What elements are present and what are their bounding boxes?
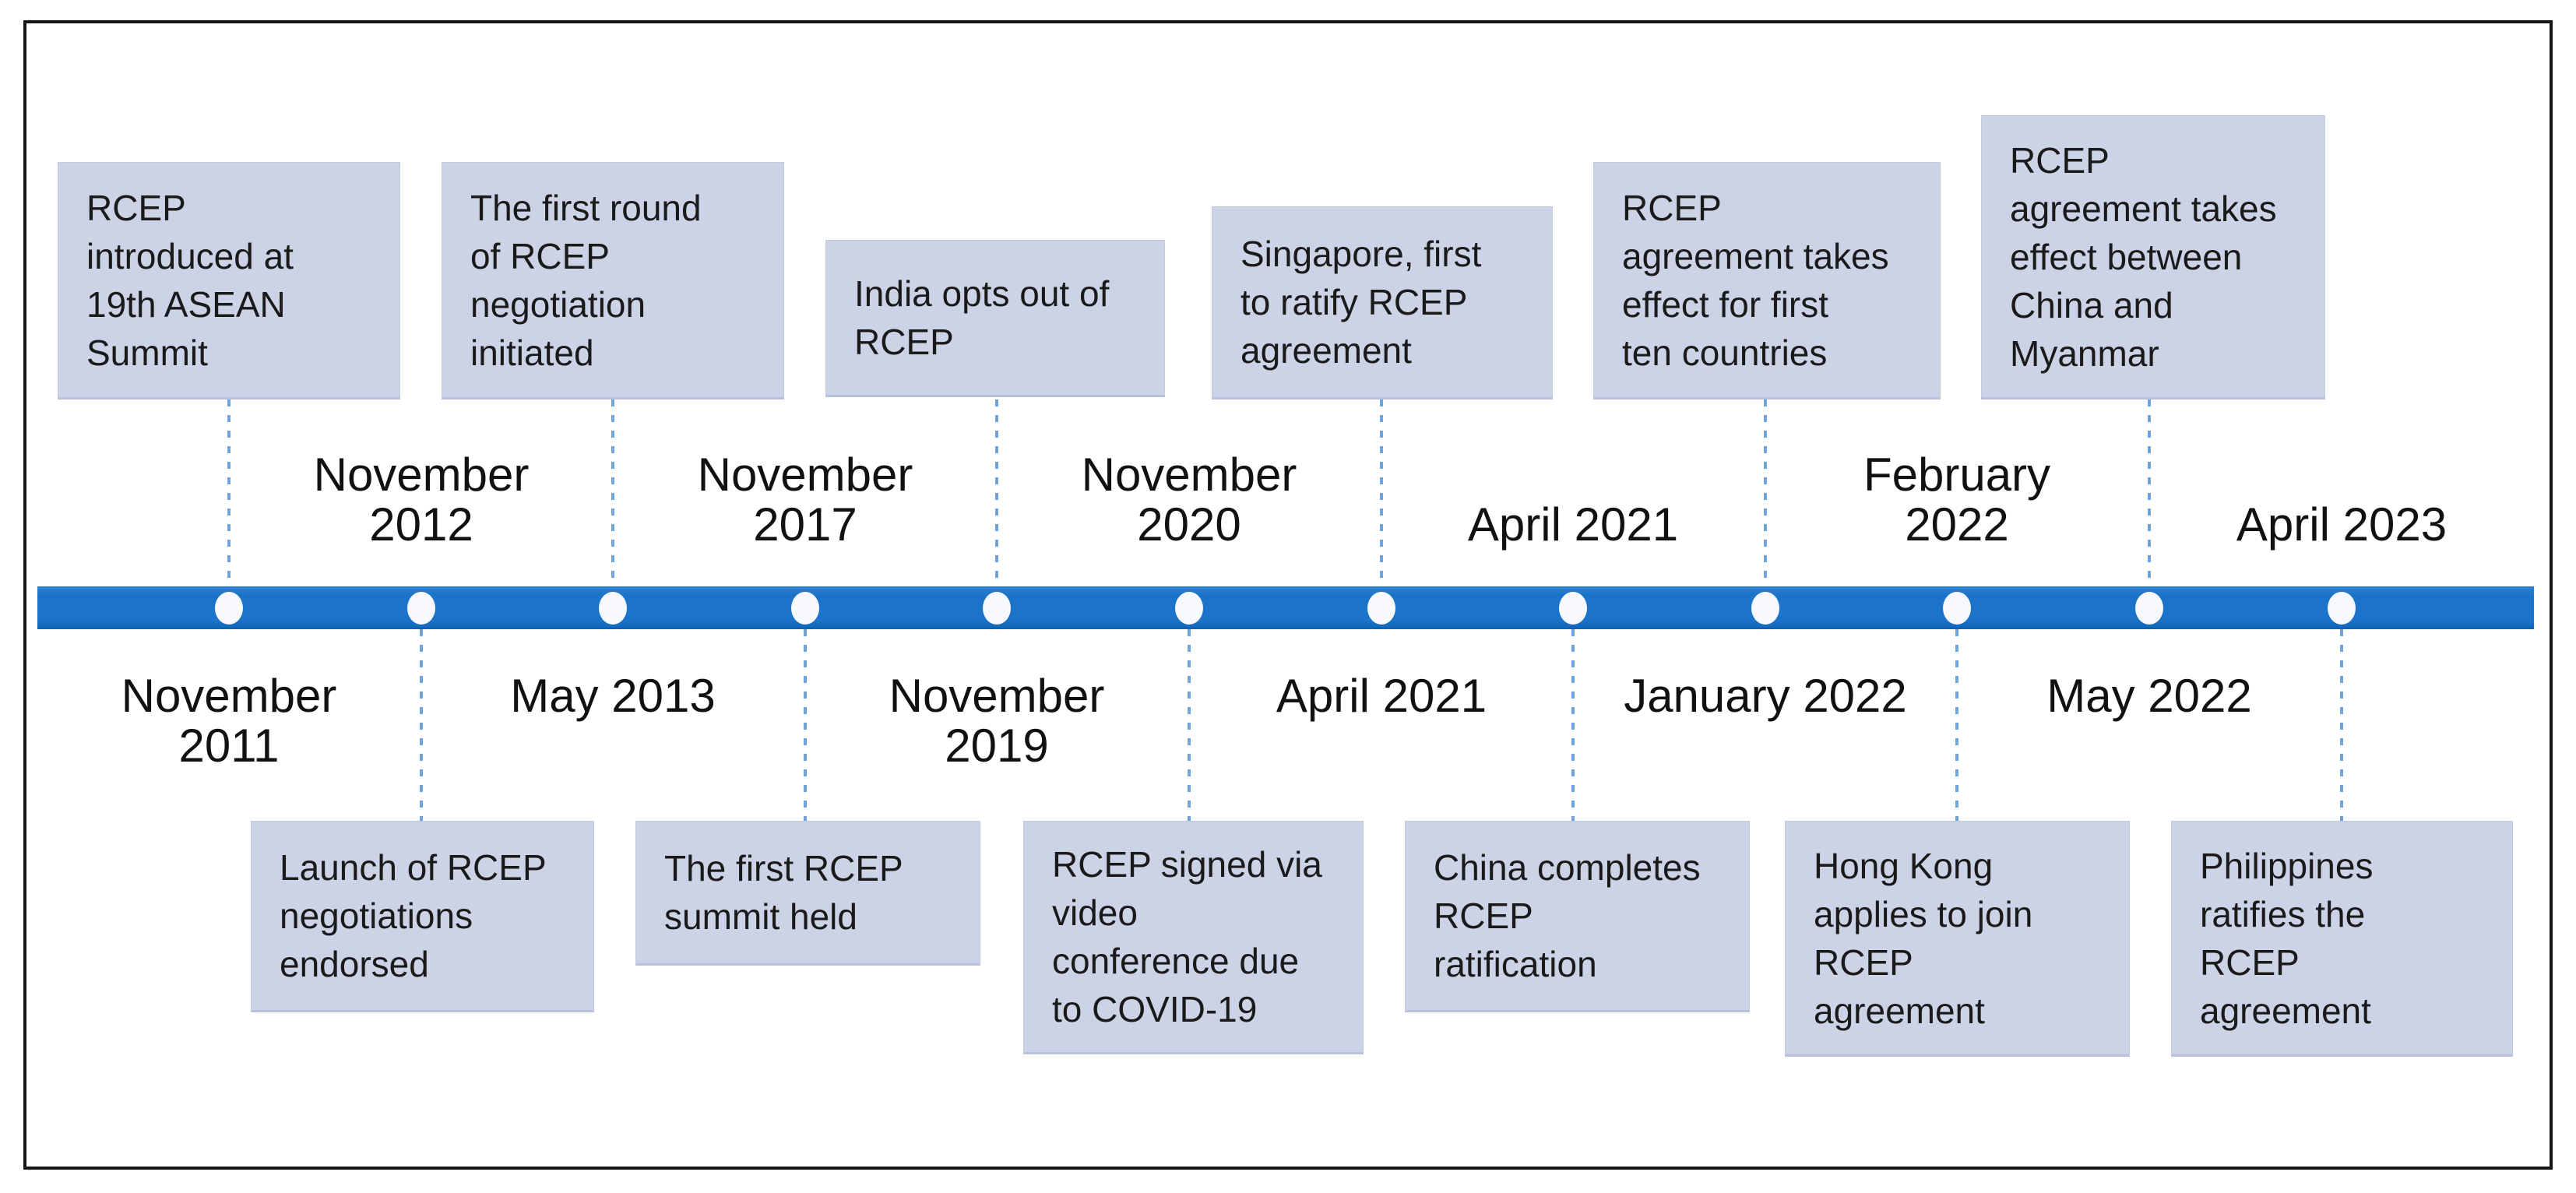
timeline-dot <box>1175 592 1203 625</box>
event-box-text: Hong Kong applies to join RCEP agreement <box>1814 845 2033 1031</box>
timeline-bar <box>37 586 2534 629</box>
event-date-label: May 2022 <box>2046 670 2252 722</box>
event-date-label: May 2013 <box>510 670 716 722</box>
connector-line <box>804 629 807 821</box>
timeline-dot <box>1367 592 1395 625</box>
connector-line <box>1764 399 1767 586</box>
connector-line <box>227 399 231 586</box>
event-box: RCEP introduced at 19th ASEAN Summit <box>58 162 400 399</box>
event-box: The first RCEP summit held <box>635 821 980 966</box>
event-box: RCEP signed via video conference due to … <box>1023 821 1364 1054</box>
timeline-dot <box>791 592 819 625</box>
event-date-label: February 2022 <box>1863 449 2051 551</box>
event-box: Hong Kong applies to join RCEP agreement <box>1785 821 2130 1057</box>
event-date-label: April 2023 <box>2236 498 2448 551</box>
event-box: The first round of RCEP negotiation init… <box>442 162 784 399</box>
event-box-text: RCEP agreement takes effect between Chin… <box>2010 139 2277 374</box>
connector-line <box>2148 399 2151 586</box>
timeline-dot <box>1943 592 1971 625</box>
event-box-text: India opts out of RCEP <box>854 273 1110 362</box>
event-box-text: Philippines ratifies the RCEP agreement <box>2200 845 2374 1031</box>
event-box: Philippines ratifies the RCEP agreement <box>2171 821 2513 1057</box>
event-box-text: RCEP introduced at 19th ASEAN Summit <box>86 187 294 373</box>
event-box: India opts out of RCEP <box>825 240 1165 397</box>
connector-line <box>995 399 998 586</box>
event-date-label: November 2011 <box>121 670 337 772</box>
connector-line <box>611 399 614 586</box>
connector-line <box>420 629 423 821</box>
timeline-dot <box>215 592 243 625</box>
event-box-text: RCEP agreement takes effect for first te… <box>1622 187 1889 373</box>
event-box-text: The first RCEP summit held <box>664 848 903 937</box>
timeline-dot <box>407 592 435 625</box>
event-date-label: April 2021 <box>1467 498 1679 551</box>
event-box: China completes RCEP ratification <box>1405 821 1750 1012</box>
event-date-label: January 2022 <box>1624 670 1907 722</box>
timeline-dot <box>2135 592 2163 625</box>
timeline-dot <box>1751 592 1779 625</box>
connector-line <box>1380 399 1383 586</box>
timeline-dot <box>599 592 627 625</box>
event-date-label: November 2012 <box>313 449 530 551</box>
event-date-label: November 2019 <box>889 670 1105 772</box>
timeline-dot <box>2328 592 2356 625</box>
event-box: RCEP agreement takes effect between Chin… <box>1981 115 2325 399</box>
event-date-label: November 2017 <box>697 449 913 551</box>
connector-line <box>1955 629 1958 821</box>
event-box-text: Singapore, first to ratify RCEP agreemen… <box>1240 234 1482 371</box>
event-box-text: RCEP signed via video conference due to … <box>1052 844 1322 1029</box>
event-box: Launch of RCEP negotiations endorsed <box>251 821 594 1012</box>
timeline-dot <box>983 592 1011 625</box>
event-box-text: The first round of RCEP negotiation init… <box>470 187 702 373</box>
timeline-dot <box>1559 592 1587 625</box>
connector-line <box>1188 629 1191 821</box>
connector-line <box>2340 629 2343 821</box>
event-box-text: China completes RCEP ratification <box>1434 847 1701 984</box>
event-box: RCEP agreement takes effect for first te… <box>1593 162 1941 399</box>
event-box: Singapore, first to ratify RCEP agreemen… <box>1212 206 1553 399</box>
event-date-label: November 2020 <box>1081 449 1297 551</box>
event-date-label: April 2021 <box>1276 670 1487 722</box>
event-box-text: Launch of RCEP negotiations endorsed <box>280 847 547 984</box>
connector-line <box>1571 629 1575 821</box>
